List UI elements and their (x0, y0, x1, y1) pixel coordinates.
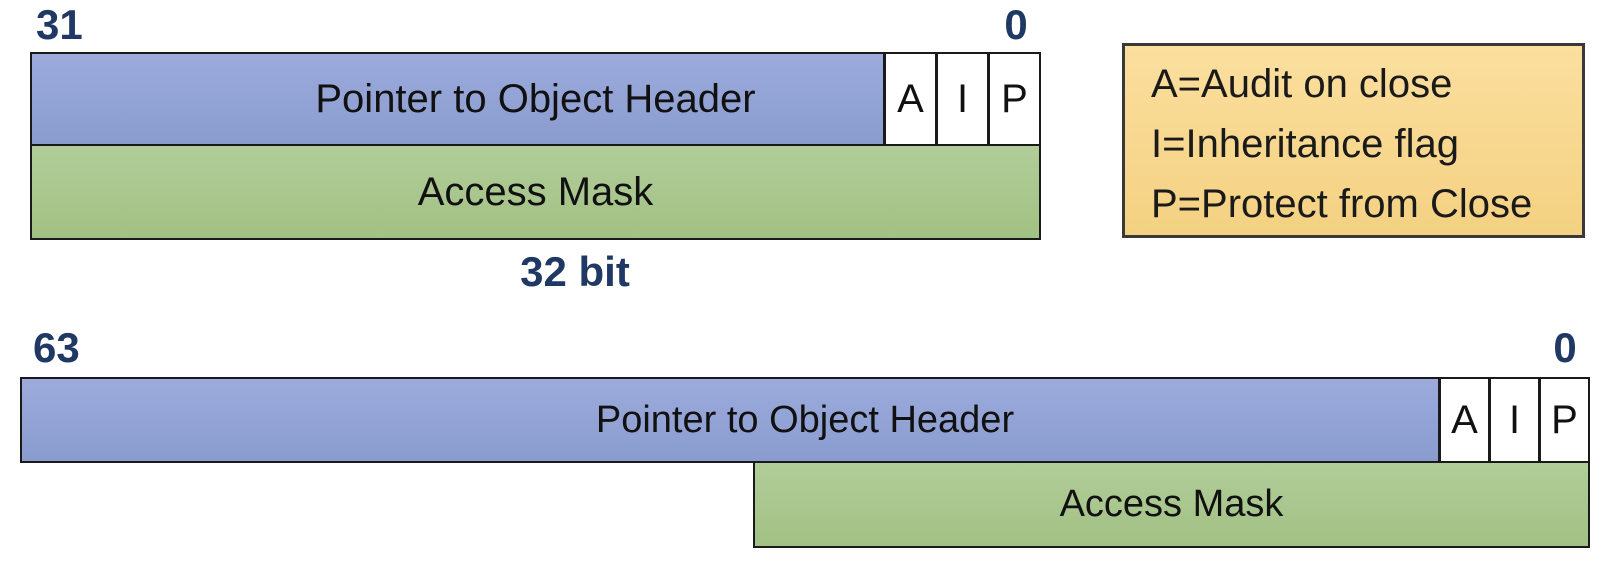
bit-63-label: 63 (33, 324, 80, 371)
legend-box: A=Audit on close I=Inheritance flag P=Pr… (1122, 43, 1585, 238)
legend-line-audit: A=Audit on close (1151, 62, 1453, 106)
legend-line-inheritance: I=Inheritance flag (1151, 122, 1459, 166)
access-mask-row-64: Access Mask (753, 463, 1590, 548)
flag-box-audit-32: A (883, 54, 935, 144)
access-mask-row-32: Access Mask (30, 146, 1041, 240)
bit-0-label-64: 0 (1553, 324, 1577, 371)
bit-0-label-32: 0 (1004, 1, 1028, 48)
flag-box-protect-64: P (1538, 379, 1588, 461)
access-mask-label-64: Access Mask (1059, 483, 1284, 525)
access-mask-label-32: Access Mask (417, 169, 654, 214)
flag-box-inheritance-64: I (1488, 379, 1538, 461)
pointer-cell-64 (22, 379, 1438, 461)
flag-box-audit-64: A (1438, 379, 1488, 461)
flag-box-inheritance-32: I (935, 54, 987, 144)
pointer-row-64: A I P Pointer to Object Header (20, 377, 1590, 463)
flag-box-protect-32: P (987, 54, 1039, 144)
pointer-cell-32 (32, 54, 883, 144)
pointer-row-32: A I P Pointer to Object Header (30, 52, 1041, 146)
legend-line-protect: P=Protect from Close (1151, 182, 1533, 226)
caption-32bit: 32 bit (520, 248, 630, 295)
bit-31-label: 31 (36, 1, 83, 48)
